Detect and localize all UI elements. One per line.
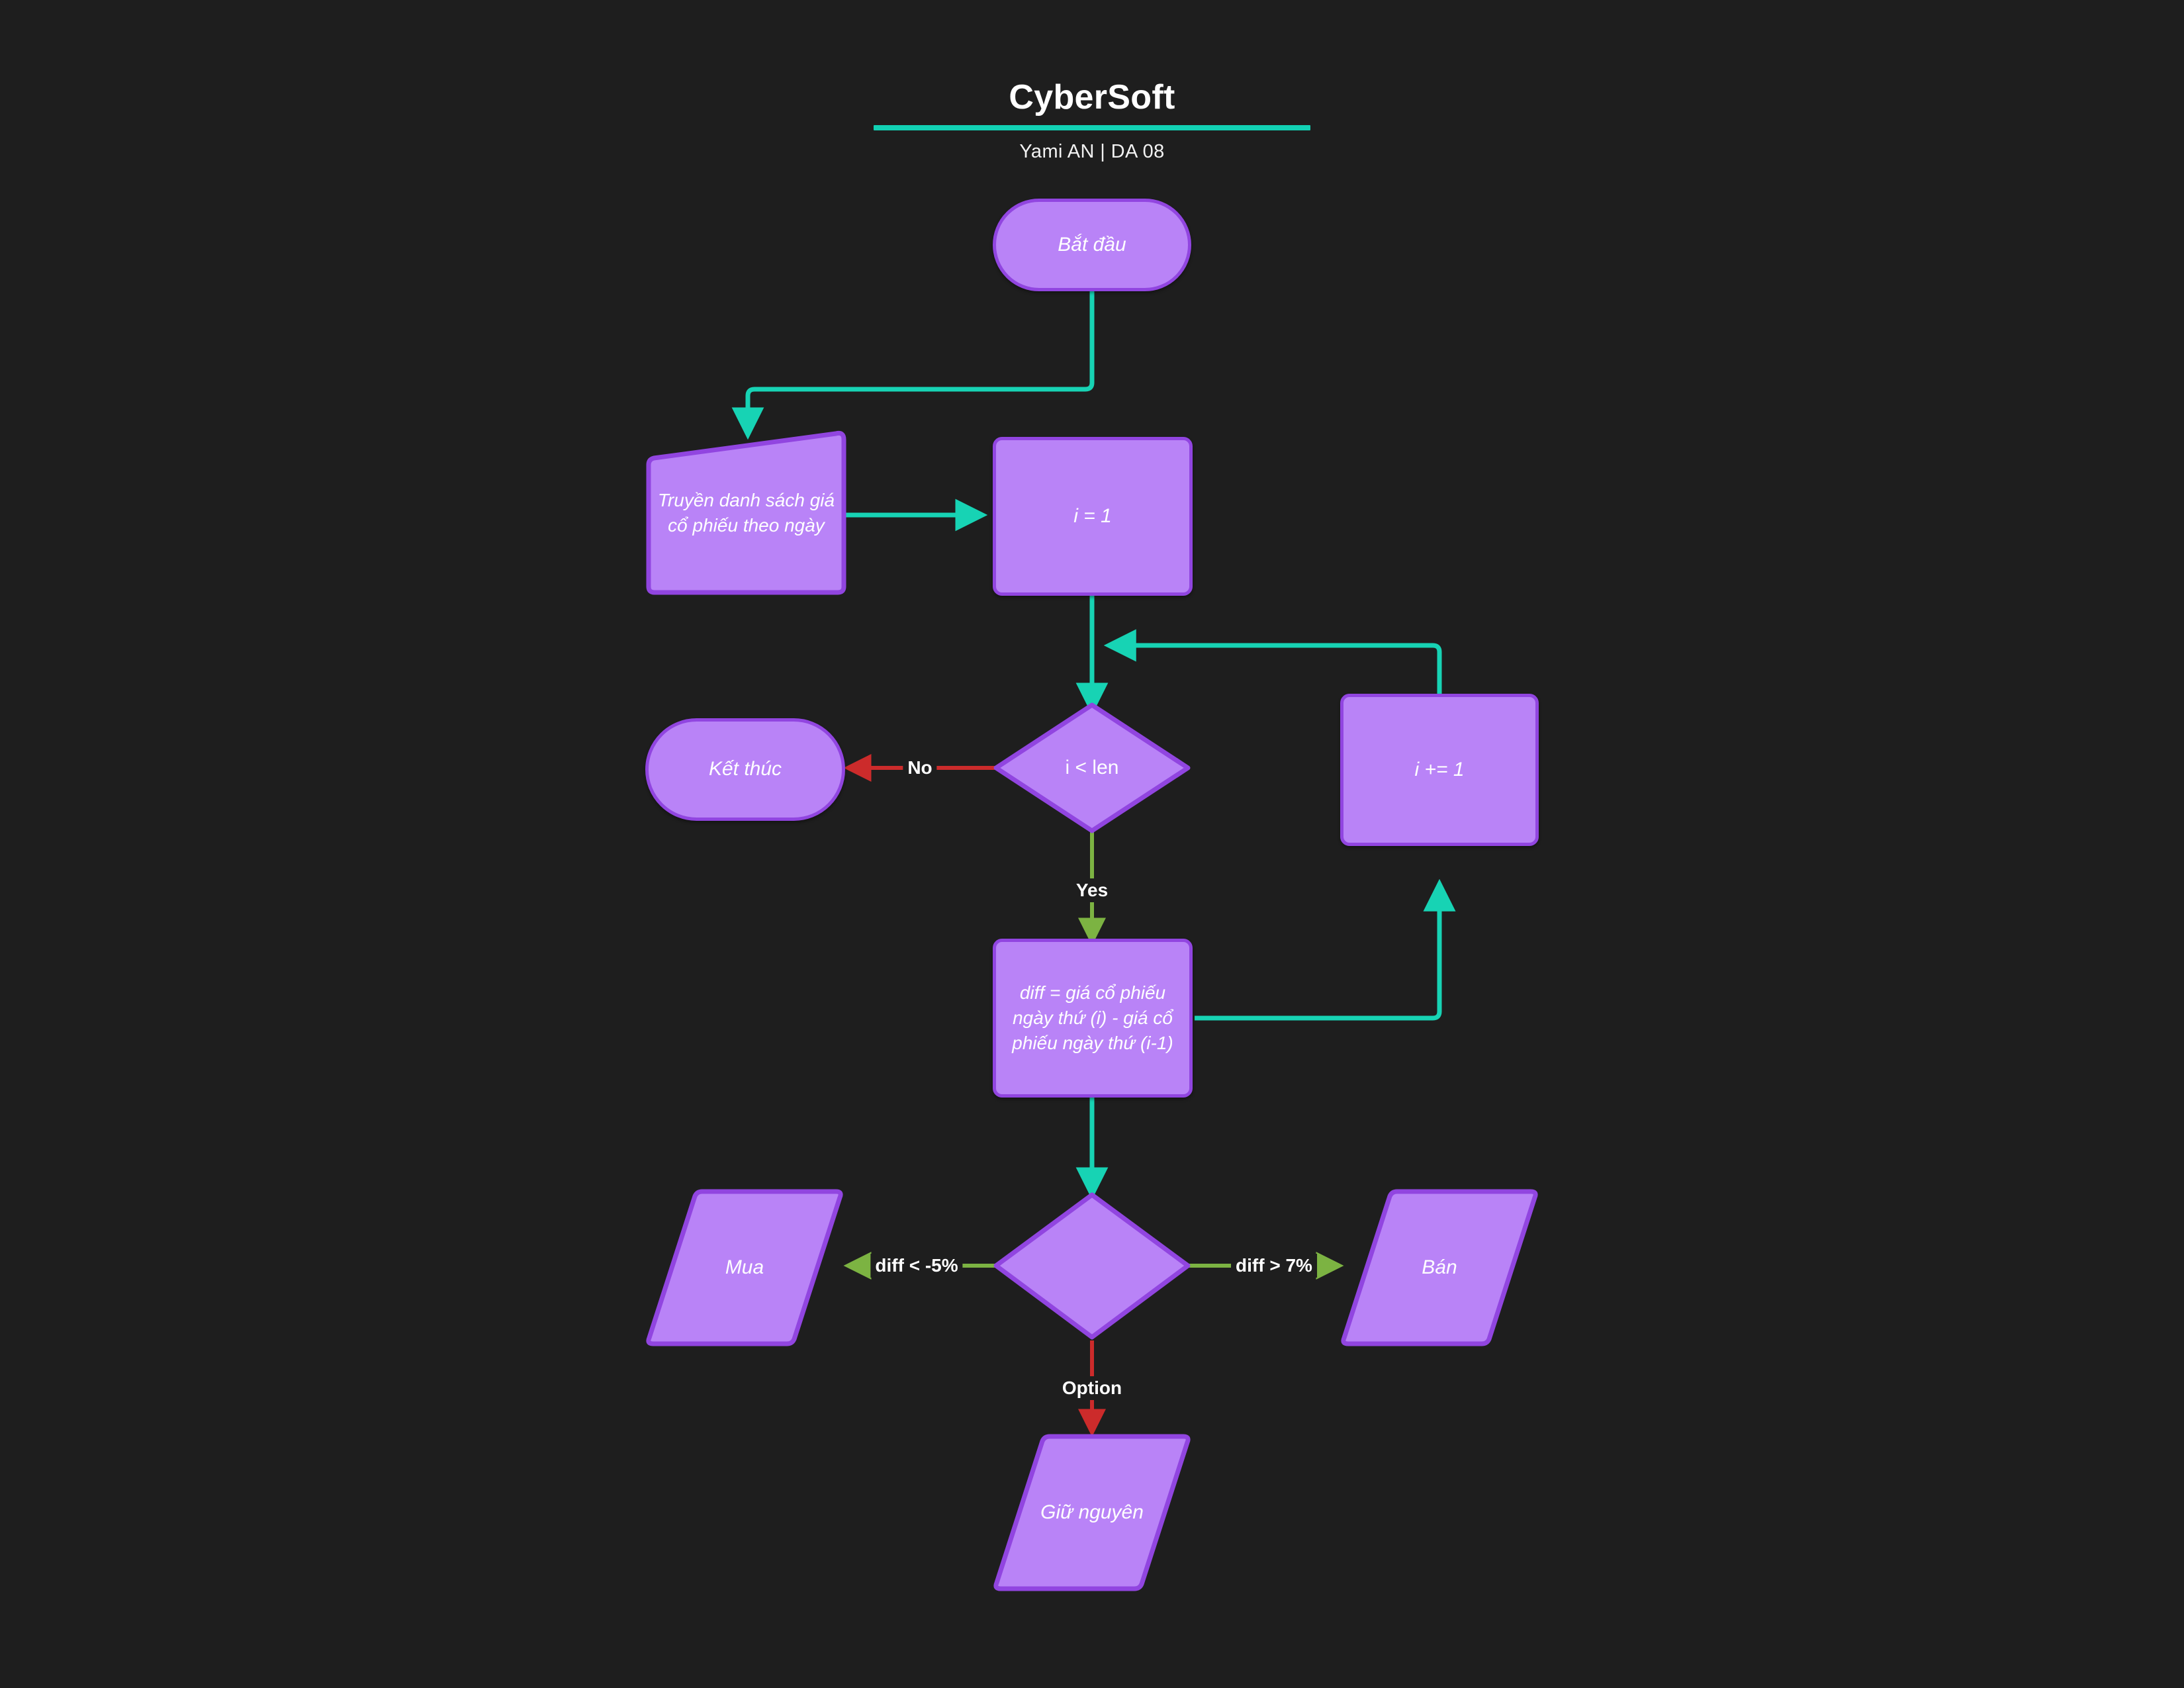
node-condition-label: i < len: [1065, 756, 1119, 778]
node-action-buy-shape: [646, 1189, 843, 1346]
node-init-i-label: i = 1: [1073, 504, 1112, 527]
node-action-hold-shape: [993, 1434, 1191, 1591]
edge-label-yes: Yes: [1071, 878, 1113, 902]
node-compute-diff-label: diff = giá cổ phiếu ngày thứ (i) - giá c…: [1012, 982, 1173, 1053]
node-action-sell[interactable]: Bán: [1340, 1188, 1539, 1347]
node-action-buy[interactable]: Mua: [645, 1188, 844, 1347]
node-start-label: Bắt đầu: [1058, 233, 1126, 256]
edge-label-buy-cond: diff < -5%: [870, 1254, 963, 1278]
edge-start-to-input: [731, 290, 1095, 440]
edge-diff-to-incr: [1195, 878, 1456, 1021]
node-increment-i[interactable]: i += 1: [1340, 694, 1539, 846]
node-compute-diff[interactable]: diff = giá cổ phiếu ngày thứ (i) - giá c…: [993, 939, 1193, 1098]
page-title: CyberSoft: [1009, 78, 1175, 117]
diagram-header: CyberSoft Yami AN | DA 08: [0, 79, 2184, 163]
title-underline: [874, 124, 1310, 130]
node-input-shape: [646, 430, 846, 595]
node-end[interactable]: Kết thúc: [645, 718, 845, 821]
node-increment-i-label: i += 1: [1414, 758, 1465, 780]
node-action-hold[interactable]: Giữ nguyên: [993, 1433, 1191, 1592]
node-end-label: Kết thúc: [708, 758, 782, 780]
author-subtitle: Yami AN | DA 08: [1019, 140, 1165, 162]
node-action-sell-label: Bán: [1422, 1256, 1457, 1278]
edge-label-no: No: [903, 756, 937, 780]
node-condition-i-lt-len[interactable]: i < len: [993, 702, 1191, 834]
edge-label-sell-cond: diff > 7%: [1231, 1254, 1317, 1278]
edge-incr-to-cond: [1103, 629, 1442, 694]
node-input-stock-prices[interactable]: Truyền danh sách giá cổ phiếu theo ngày: [645, 430, 847, 596]
edge-label-hold-cond: Option: [1057, 1376, 1127, 1400]
node-action-buy-label: Mua: [725, 1256, 764, 1278]
node-decision-shape: [993, 1192, 1191, 1340]
node-condition-shape: [993, 702, 1191, 833]
node-init-i[interactable]: i = 1: [993, 437, 1193, 596]
node-decision-threshold[interactable]: [993, 1192, 1191, 1340]
node-action-sell-shape: [1341, 1189, 1538, 1346]
node-input-label: Truyền danh sách giá cổ phiếu theo ngày: [657, 490, 835, 536]
node-action-hold-label: Giữ nguyên: [1040, 1501, 1144, 1523]
node-start[interactable]: Bắt đầu: [993, 199, 1191, 291]
